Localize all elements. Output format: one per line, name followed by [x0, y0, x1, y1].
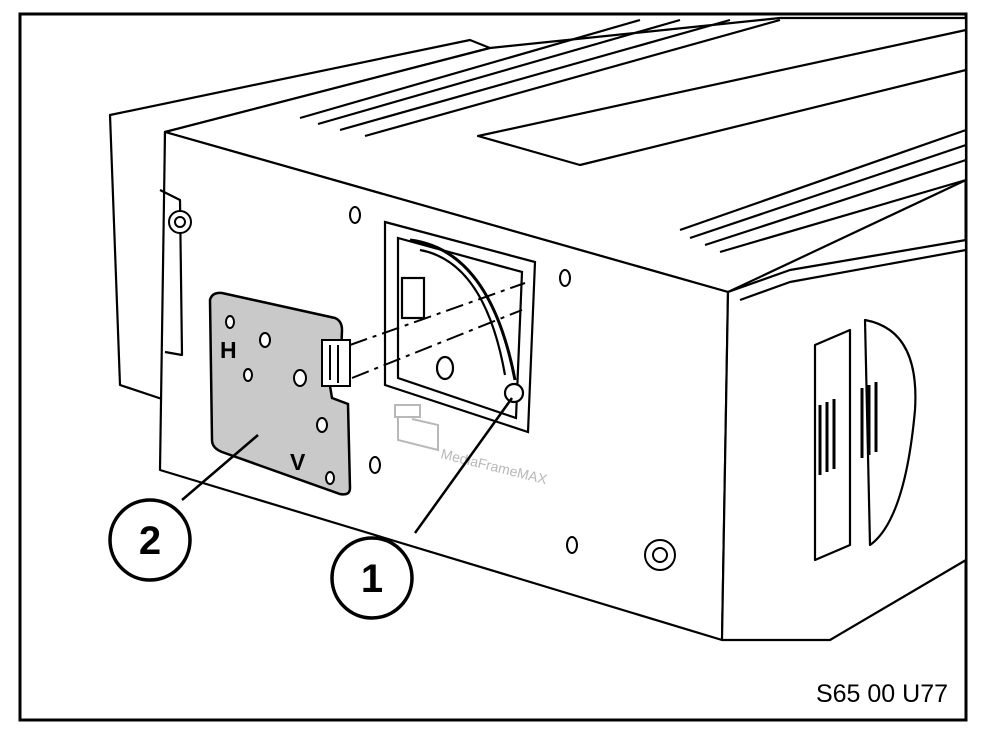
callout-1-label: 1 [361, 557, 383, 601]
logo-icon [394, 404, 439, 452]
reference-code: S65 00 U77 [816, 680, 948, 708]
callout-2: 2 [108, 498, 192, 582]
plate-marking-top: H [220, 337, 237, 363]
plate-marking-bottom: V [290, 449, 306, 475]
bezel-grille [818, 382, 878, 475]
adjustment-screw [503, 382, 525, 404]
mounting-hole-icon [349, 206, 578, 554]
callout-leaders [181, 397, 514, 534]
screw-icon [168, 210, 676, 571]
alignment-lines [349, 282, 526, 379]
cover-plate-icon [208, 291, 352, 496]
callout-1: 1 [330, 536, 414, 620]
access-opening [383, 220, 537, 434]
callout-2-label: 2 [139, 519, 161, 563]
